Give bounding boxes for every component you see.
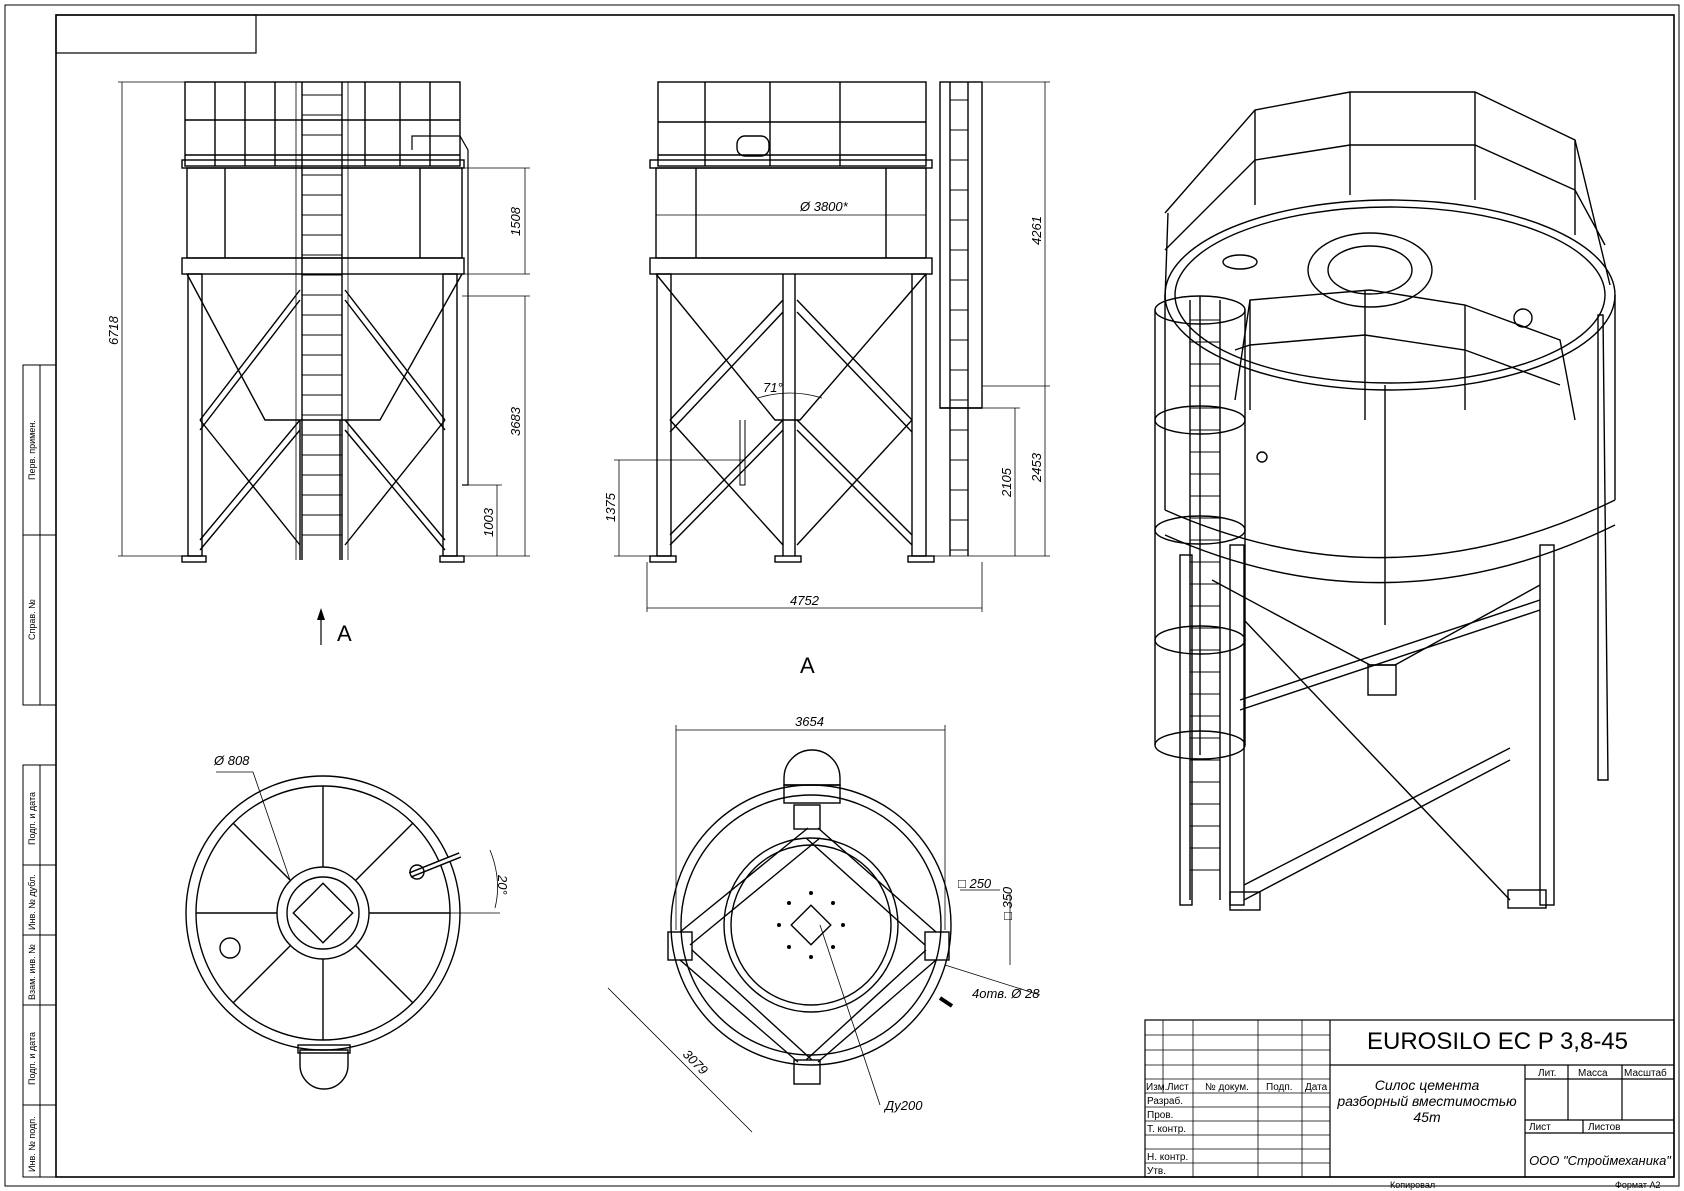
stamp-column-label: № докум. bbox=[1205, 1082, 1249, 1093]
title-block-meta-headers: Лит. Масса Масштаб Лист Листов bbox=[1529, 1067, 1667, 1133]
isometric-ladder-rungs bbox=[1190, 319, 1220, 871]
side-stamp-label: Инв. № подп. bbox=[27, 1116, 37, 1172]
side-dimensions bbox=[614, 81, 1050, 612]
side-stamp-label: Подп. и дата bbox=[27, 792, 37, 845]
side-stamp-label: Взам. инв. № bbox=[27, 944, 37, 1000]
dim-leg-height: 3683 bbox=[508, 406, 523, 436]
top-view bbox=[185, 775, 462, 1090]
meta-mass-label: Масса bbox=[1578, 1068, 1608, 1079]
title-block-stamp-columns: Изм. Лист № докум. Подп. Дата bbox=[1146, 1082, 1328, 1093]
side-stamp-label: Подп. и дата bbox=[27, 1032, 37, 1085]
dim-diagonal: 3079 bbox=[680, 1047, 711, 1078]
top-view-dimension-labels: Ø 808 20° bbox=[213, 753, 510, 895]
side-stamp-label: Справ. № bbox=[27, 599, 37, 640]
side-stamp bbox=[22, 364, 57, 1178]
dim-ladder-height: 2105 bbox=[999, 467, 1014, 498]
front-ladder-rungs bbox=[302, 94, 342, 536]
company-name: ООО "Строймеханика" bbox=[1529, 1153, 1672, 1168]
stamp-row-label: Разраб. bbox=[1147, 1095, 1183, 1107]
front-dimension-labels: 6718 1508 3683 1003 bbox=[106, 206, 523, 537]
view-a-mark-letter: A bbox=[337, 621, 352, 646]
dim-width: 4752 bbox=[790, 593, 820, 608]
dim-pipe-angle: 20° bbox=[495, 874, 510, 895]
top-view-dimensions bbox=[216, 771, 500, 914]
front-dimensions bbox=[118, 81, 530, 557]
stamp-column-label: Изм. bbox=[1146, 1082, 1167, 1093]
dim-outlet-height: 1003 bbox=[481, 507, 496, 537]
dim-discharge-height: 1375 bbox=[603, 492, 618, 522]
side-stamp-labels: Перв. примен. Справ. № Подп. и дата Инв.… bbox=[27, 420, 37, 1172]
bottom-view-dimensions bbox=[607, 725, 1041, 1133]
stamp-row-label: Т. контр. bbox=[1147, 1124, 1186, 1135]
side-view bbox=[649, 81, 983, 563]
description-line: разборный вместимостью bbox=[1336, 1093, 1517, 1109]
side-dimension-labels: Ø 3800* 71° 4261 2453 2105 1375 4752 bbox=[603, 199, 1044, 608]
dim-upper-height: 4261 bbox=[1029, 216, 1044, 245]
meta-sheets-label: Листов bbox=[1588, 1122, 1621, 1133]
meta-letter-label: Лит. bbox=[1538, 1068, 1556, 1079]
bottom-view-dimension-labels: 3654 □ 250 □ 350 4отв. Ø 28 3079 Ду200 bbox=[680, 714, 1040, 1113]
title-block-grid bbox=[1145, 1020, 1330, 1177]
drawing-description: Силос цемента разборный вместимостью 45m bbox=[1336, 1077, 1517, 1125]
dim-lower-height: 2453 bbox=[1029, 452, 1044, 483]
bottom-view bbox=[667, 749, 954, 1085]
side-ladder-rungs bbox=[950, 99, 968, 551]
drawing-title: EUROSILO EC P 3,8-45 bbox=[1367, 1028, 1628, 1055]
side-stamp-label: Перв. примен. bbox=[27, 420, 37, 480]
stamp-row-label: Пров. bbox=[1147, 1110, 1173, 1121]
view-a-label: A bbox=[800, 653, 815, 678]
dim-cylinder-height: 1508 bbox=[508, 206, 523, 236]
stamp-column-label: Подп. bbox=[1266, 1082, 1293, 1093]
side-stamp-label: Инв. № дубл. bbox=[27, 874, 37, 930]
dim-diameter: Ø 3800* bbox=[799, 199, 849, 214]
stamp-row-label: Утв. bbox=[1147, 1166, 1166, 1177]
copied-label: Копировал bbox=[1390, 1180, 1435, 1190]
dim-holes: 4отв. Ø 28 bbox=[972, 986, 1040, 1001]
dim-plate-size-2: □ 350 bbox=[1000, 886, 1015, 920]
stamp-row-label: Н. контр. bbox=[1147, 1152, 1188, 1163]
stamp-column-label: Дата bbox=[1305, 1082, 1328, 1093]
title-block-stamp-rows: Разраб. Пров. Т. контр. Н. контр. Утв. bbox=[1147, 1095, 1188, 1177]
dim-angle: 71° bbox=[763, 380, 783, 395]
dim-outlet: Ду200 bbox=[883, 1098, 923, 1113]
meta-sheet-label: Лист bbox=[1529, 1122, 1551, 1133]
isometric-view bbox=[1154, 91, 1616, 911]
angle-arc bbox=[757, 392, 823, 399]
bottom-view-bolt-holes bbox=[777, 891, 845, 959]
description-line: 45m bbox=[1413, 1109, 1441, 1125]
format-label: Формат A2 bbox=[1615, 1180, 1660, 1190]
dim-plate-size-1: □ 250 bbox=[958, 876, 992, 891]
description-line: Силос цемента bbox=[1375, 1077, 1480, 1093]
drawing-frame bbox=[4, 4, 1680, 1187]
title-block bbox=[1144, 1019, 1675, 1178]
meta-scale-label: Масштаб bbox=[1624, 1067, 1667, 1079]
stamp-column-label: Лист bbox=[1167, 1082, 1189, 1093]
front-view bbox=[181, 81, 469, 563]
dim-total-height: 6718 bbox=[106, 315, 121, 345]
view-a-mark: A bbox=[317, 608, 352, 646]
dim-bottom-width: 3654 bbox=[795, 714, 824, 729]
dim-hatch-diameter: Ø 808 bbox=[213, 753, 250, 768]
